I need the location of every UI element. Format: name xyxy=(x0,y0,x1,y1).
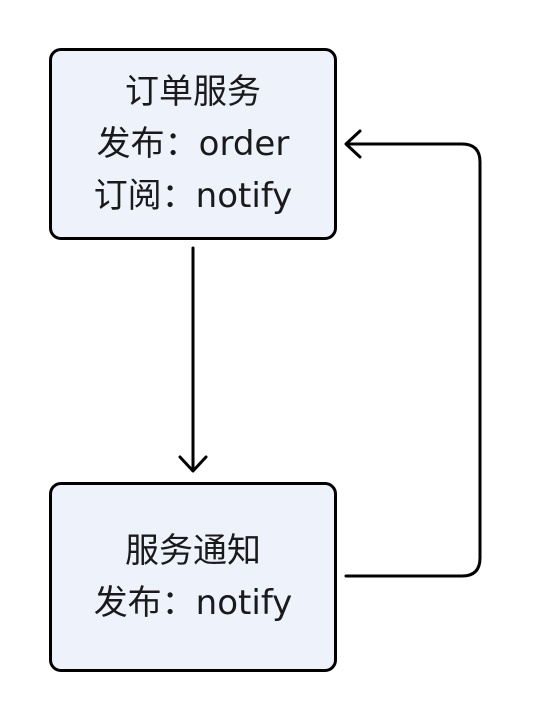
edge-notify-to-order-arrowhead xyxy=(344,129,362,159)
edge-order-to-notify xyxy=(178,246,208,473)
edge-notify-to-order xyxy=(344,129,482,578)
edge-order-to-notify-arrowhead xyxy=(178,455,208,473)
notification-service-node: 服务通知 发布：notify xyxy=(49,482,337,672)
notification-service-publish: 发布：notify xyxy=(93,583,293,623)
order-service-subscribe: 订阅：notify xyxy=(93,176,293,216)
order-service-node: 订单服务 发布：order 订阅：notify xyxy=(49,48,337,240)
notification-service-title: 服务通知 xyxy=(125,531,261,571)
order-service-publish: 发布：order xyxy=(96,124,290,164)
edge-notify-to-order-line xyxy=(344,142,482,578)
order-service-title: 订单服务 xyxy=(125,72,261,112)
